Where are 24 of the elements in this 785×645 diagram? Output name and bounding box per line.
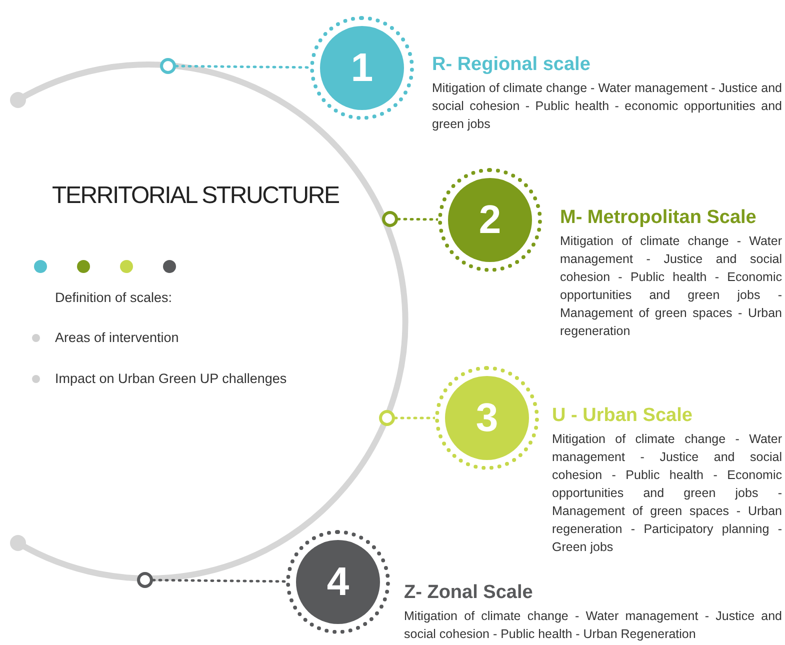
scale-description: Mitigation of climate change - Water management - Justice and social cohesion - Public health - Economic opportunities and green jobs - Management of green spaces - Urban regeneration (560, 233, 782, 340)
ring-marker (160, 58, 176, 74)
scale-heading: M- Metropolitan Scale (560, 207, 758, 229)
note-text: Areas of intervention (55, 330, 179, 345)
scale-heading: Z- Zonal Scale (404, 582, 534, 604)
ring-marker (379, 410, 395, 426)
note-text: Definition of scales: (55, 290, 172, 305)
dotted-connector (394, 416, 436, 420)
ring-marker (137, 572, 153, 588)
note-text: Impact on Urban Green UP challenges (55, 371, 287, 386)
dotted-connector (174, 64, 312, 69)
scale-description: Mitigation of climate change - Water management - Justice and social cohesion - Public health - Urban Regeneration (404, 608, 782, 643)
ring-marker (382, 211, 398, 227)
step-number: 1 (350, 46, 374, 90)
scale-heading: R- Regional scale (432, 54, 592, 76)
scale-description: Mitigation of climate change - Water management - Justice and social cohesion - Public health - Economic opportunities and green jobs - Management of green spaces - Urban regeneration - Participatory planning - Green jobs (552, 431, 782, 556)
scale-description: Mitigation of climate change - Water management - Justice and social cohesion - Public health - economic opportunities and green jobs (432, 80, 782, 133)
dotted-connector (396, 218, 440, 221)
step-number: 4 (326, 560, 350, 604)
step-number: 2 (478, 198, 502, 242)
scale-heading: U - Urban Scale (552, 405, 694, 427)
step-number: 3 (476, 396, 498, 440)
dotted-connector (152, 578, 288, 583)
diagram-title: TERRITORIAL STRUCTURE (52, 182, 339, 210)
